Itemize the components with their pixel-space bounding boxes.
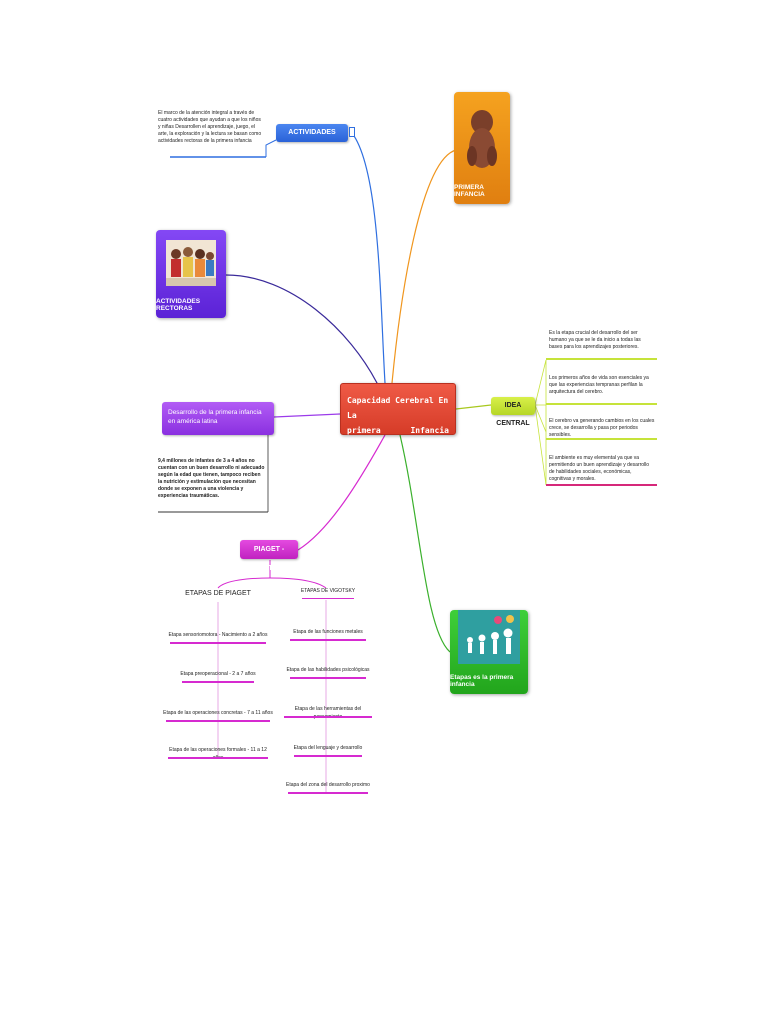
vigotsky-stage-3-underline	[284, 716, 372, 718]
idea-central-note-4: El ambiente es muy elemental ya que va p…	[549, 455, 650, 482]
idea-central-note-3: El cerebro va generando cambios en los c…	[549, 418, 655, 438]
vigotsky-stage-3: Etapa de las herramientas del pensamient…	[294, 706, 362, 720]
desarrollo-topic[interactable]: Desarrollo de la primera infancia en amé…	[162, 402, 274, 435]
etapas-image-node[interactable]: Etapas es la primera infancia	[450, 610, 528, 694]
piaget-stage-3-underline	[166, 720, 270, 722]
central-topic-line2a: primera	[347, 426, 381, 435]
vigotsky-stage-5-underline	[288, 792, 368, 794]
idea-central-topic[interactable]: IDEA CENTRAL	[491, 397, 535, 427]
growth-stages-icon	[458, 610, 520, 664]
vigotsky-stage-4-underline	[294, 755, 362, 757]
actividades-rectoras-topic[interactable]: ACTIVIDADES RECTORAS	[276, 124, 348, 154]
idea-central-note-1: Es la etapa crucial del desarrollo del s…	[549, 330, 641, 350]
idea-central-underline-1	[546, 358, 657, 360]
primera-infancia-label: PRIMERA INFANCIA	[454, 184, 485, 198]
children-group-icon	[166, 240, 216, 286]
piaget-stage-4-underline	[168, 757, 268, 759]
actividades-rectoras-image-label: ACTIVIDADES RECTORAS	[156, 298, 201, 312]
vigotsky-title: ETAPAS DE VIGOTSKY	[300, 588, 356, 594]
etapas-image-label: Etapas es la primera infancia	[450, 674, 514, 688]
collapse-toggle-icon[interactable]	[349, 127, 355, 137]
vigotsky-stage-2-underline	[290, 677, 366, 679]
piaget-title: ETAPAS DE PIAGET	[185, 590, 251, 597]
baby-figure-icon	[467, 110, 497, 168]
piaget-stage-4: Etapa de las operaciones formales - 11 a…	[169, 747, 267, 761]
central-topic-line2b: Infancia	[410, 426, 449, 435]
piaget-stage-3: Etapa de las operaciones concretas - 7 a…	[163, 710, 273, 716]
idea-central-underline-3	[546, 438, 657, 440]
piaget-stage-2: Etapa preoperacional - 2 a 7 años	[180, 671, 256, 677]
vigotsky-stage-1: Etapa de las funciones metales	[293, 629, 363, 635]
vigotsky-title-underline	[302, 598, 354, 599]
desarrollo-note: 9,4 millones de infantes de 3 a 4 años n…	[158, 458, 265, 499]
vigotsky-stage-2: Etapa de las habilidades psicológicas	[286, 667, 370, 673]
idea-central-underline-4	[546, 484, 657, 486]
vigotsky-stage-1-underline	[290, 639, 366, 641]
piaget-vigotsky-topic[interactable]: PIAGET - VIGOTSKY	[240, 540, 298, 572]
piaget-stage-1-underline	[170, 642, 266, 644]
central-topic[interactable]: Capacidad Cerebral En La primera Infanci…	[340, 383, 456, 435]
vigotsky-stage-5: Etapa del zona del desarrollo proximo	[286, 782, 370, 788]
idea-central-note-2: Los primeros años de vida son esenciales…	[549, 375, 649, 395]
vigotsky-stage-4: Etapa del lenguaje y desarrollo	[293, 745, 363, 751]
actividades-rectoras-image-node[interactable]: ACTIVIDADES RECTORAS	[156, 230, 226, 318]
actividades-rectoras-note: El marco de la atención integral a travé…	[158, 110, 262, 144]
piaget-stage-2-underline	[182, 681, 254, 683]
idea-central-underline-2	[546, 403, 657, 405]
piaget-stage-1: Etapa sensoriomotora - Nacimiento a 2 añ…	[168, 632, 268, 638]
primera-infancia-image-node[interactable]: PRIMERA INFANCIA	[454, 92, 510, 204]
central-topic-line1: Capacidad Cerebral En La	[347, 396, 449, 420]
